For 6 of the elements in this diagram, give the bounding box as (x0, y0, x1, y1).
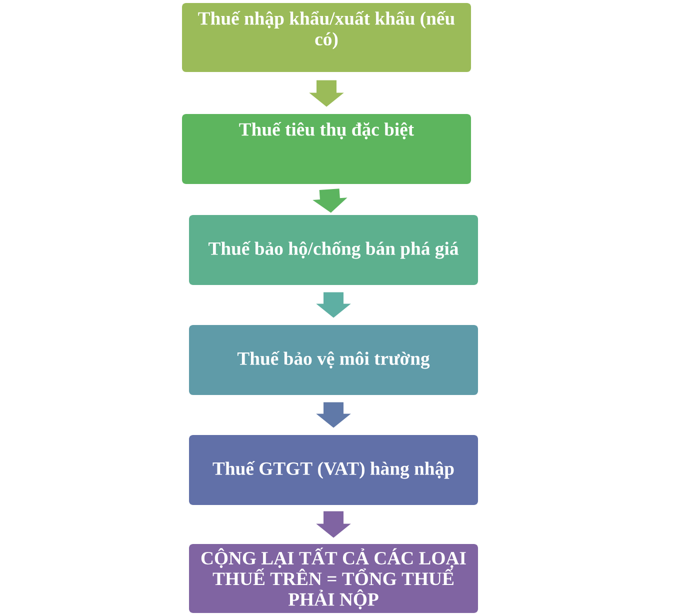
process-box: Thuế bảo vệ môi trường (189, 325, 478, 395)
process-box: CỘNG LẠI TẤT CẢ CÁC LOẠI THUẾ TRÊN = TỔNG THUẾ PHẢI NỘP (189, 544, 478, 613)
process-box: Thuế tiêu thụ đặc biệt (182, 114, 471, 184)
process-box: Thuế bảo hộ/chống bán phá giá (189, 215, 478, 285)
process-box: Thuế nhập khẩu/xuất khẩu (nếu có) (182, 3, 471, 72)
process-box: Thuế GTGT (VAT) hàng nhập (189, 435, 478, 505)
